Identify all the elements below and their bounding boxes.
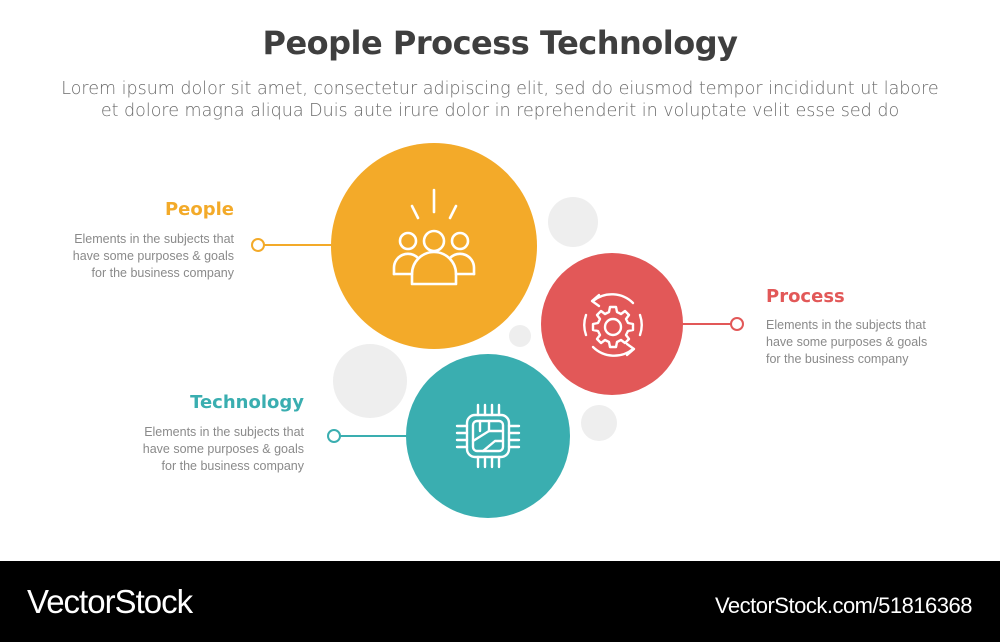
chip-icon xyxy=(455,403,521,469)
people-group-icon xyxy=(392,188,476,286)
subtitle-line-1: Lorem ipsum dolor sit amet, consectetur … xyxy=(61,79,939,99)
vectorstock-url: VectorStock.com/51816368 xyxy=(714,593,973,618)
technology-desc-line: for the business company xyxy=(161,459,304,473)
decor-circle xyxy=(509,325,531,347)
page-title: People Process Technology xyxy=(262,24,739,62)
decor-circle xyxy=(548,197,598,247)
people-circle xyxy=(331,143,537,349)
people-connector-line xyxy=(264,244,344,246)
technology-title: Technology xyxy=(190,392,304,413)
people-connector-dot xyxy=(251,238,265,252)
process-desc-line: Elements in the subjects that xyxy=(766,318,926,332)
process-title: Process xyxy=(766,286,845,307)
process-description: Elements in the subjects that have some … xyxy=(766,317,966,368)
technology-circle xyxy=(406,354,570,518)
technology-description: Elements in the subjects that have some … xyxy=(104,424,304,475)
technology-desc-line: Elements in the subjects that xyxy=(144,425,304,439)
decor-circle xyxy=(333,344,407,418)
technology-connector-line xyxy=(340,435,420,437)
people-description: Elements in the subjects that have some … xyxy=(34,231,234,282)
people-desc-line: for the business company xyxy=(91,266,234,280)
process-connector-dot xyxy=(730,317,744,331)
decor-circle xyxy=(581,405,617,441)
page-subtitle: Lorem ipsum dolor sit amet, consectetur … xyxy=(0,78,1000,122)
technology-connector-dot xyxy=(327,429,341,443)
people-desc-line: Elements in the subjects that xyxy=(74,232,234,246)
process-connector-line xyxy=(670,323,732,325)
people-desc-line: have some purposes & goals xyxy=(72,249,234,263)
vectorstock-logo: VectorStock xyxy=(27,583,193,620)
process-circle xyxy=(541,253,683,395)
gear-cycle-icon xyxy=(583,293,643,357)
technology-desc-line: have some purposes & goals xyxy=(142,442,304,456)
subtitle-line-2: et dolore magna aliqua Duis aute irure d… xyxy=(100,101,900,121)
people-title: People xyxy=(164,199,234,220)
process-desc-line: have some purposes & goals xyxy=(766,335,928,349)
watermark-bar: VectorStock VectorStock.com/51816368 xyxy=(0,561,1000,642)
process-desc-line: for the business company xyxy=(766,352,909,366)
